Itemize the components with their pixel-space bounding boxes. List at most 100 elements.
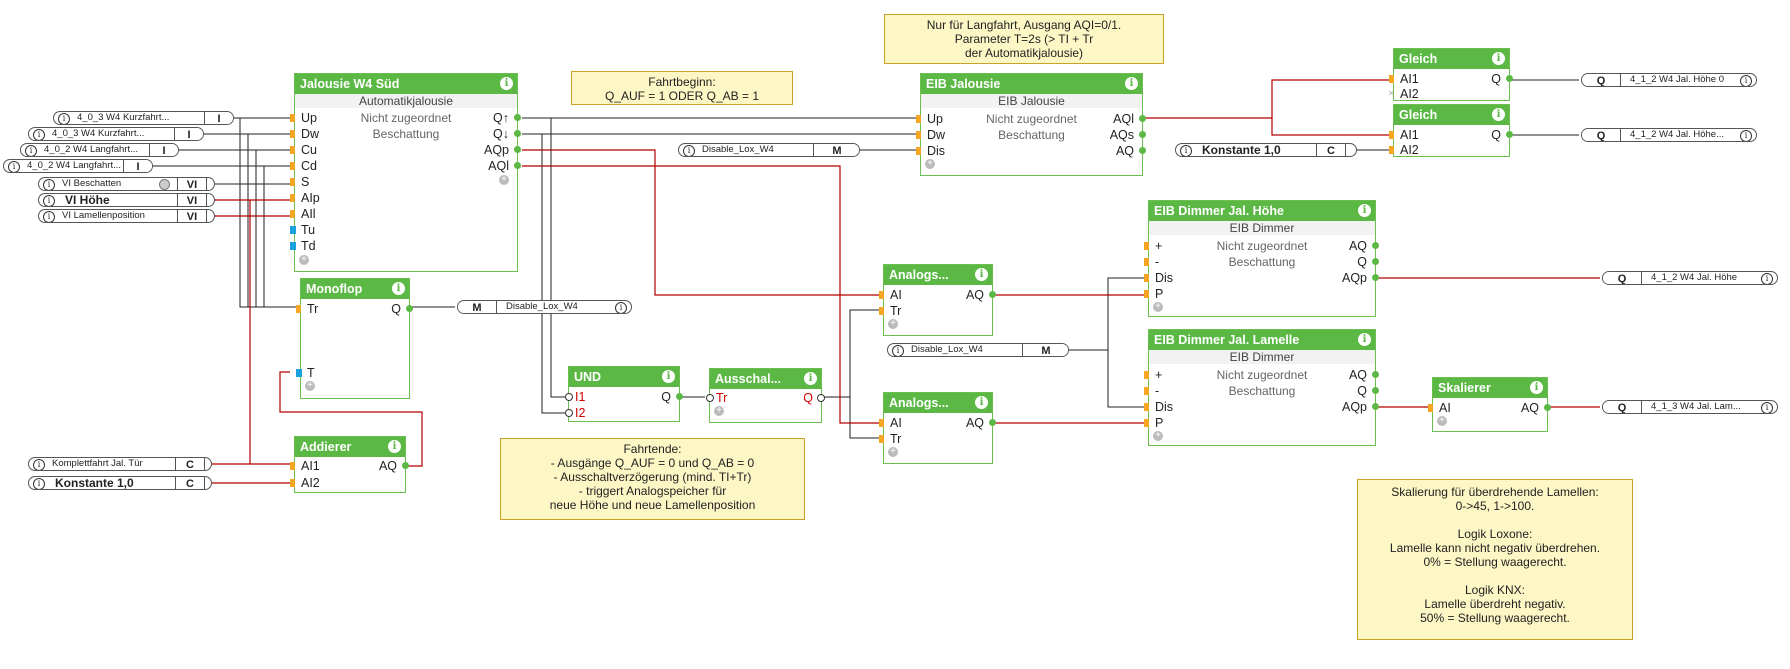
note-line: 0->45, 1->100. [1455, 499, 1535, 513]
note-line: der Automatikjalousie) [964, 46, 1084, 60]
block-subtitle: Automatikjalousie [295, 94, 517, 108]
pin-out [1372, 274, 1379, 281]
input-type: M [813, 144, 859, 156]
pin-in [1144, 274, 1149, 282]
info-icon[interactable]: i [1358, 204, 1371, 217]
info-icon: i [1761, 273, 1773, 284]
input-vi-beschatten[interactable]: i VI Beschatten VI [38, 177, 215, 191]
add-input-icon[interactable]: + [1153, 431, 1163, 441]
block-title: Analogs...i [884, 265, 992, 285]
info-icon: i [1740, 75, 1752, 86]
add-input-icon[interactable]: + [299, 255, 309, 265]
input-disable-lox-2[interactable]: i Disable_Lox_W4 M [887, 343, 1069, 357]
input-vi-lamellenposition[interactable]: i VI Lamellenposition VI [38, 209, 215, 223]
info-icon[interactable]: i [804, 372, 817, 385]
pin-label: Q↑ [493, 111, 509, 125]
info-icon[interactable]: i [975, 396, 988, 409]
pin-label: AQ [965, 288, 984, 302]
input-langfahrt-down[interactable]: i 4_0_2 W4 Langfahrt... I [3, 159, 153, 173]
input-vi-hoehe[interactable]: i VI Höhe VI [38, 193, 215, 207]
note-line: - Ausschaltverzögerung (mind. TI+Tr) [553, 470, 752, 484]
wire-addierer-monoflop [279, 371, 423, 467]
add-input-icon[interactable]: + [714, 406, 724, 416]
input-name: Disable_Lox_W4 [911, 344, 983, 355]
note-line: - Ausgänge Q_AUF = 0 und Q_AB = 0 [550, 456, 755, 470]
pin-label: Q [661, 390, 671, 404]
input-kurzfahrt-up[interactable]: i 4_0_3 W4 Kurzfahrt... I [53, 111, 234, 125]
pin-in [290, 462, 295, 470]
note-line: - triggert Analogspeicher für [578, 484, 727, 498]
info-icon[interactable]: i [388, 440, 401, 453]
pin-out [1372, 258, 1379, 265]
output-hoehe-0[interactable]: Q 4_1_2 W4 Jal. Höhe 0 i [1581, 73, 1757, 87]
info-icon[interactable]: i [1125, 77, 1138, 90]
pin-label: Dis [1155, 271, 1174, 285]
info-icon[interactable]: i [1492, 108, 1505, 121]
output-hoehe-gleich[interactable]: Q 4_1_2 W4 Jal. Höhe... i [1581, 128, 1757, 142]
add-input-icon[interactable]: + [305, 381, 315, 391]
pin-out [1372, 403, 1379, 410]
input-name: VI Lamellenposition [62, 210, 145, 221]
info-icon[interactable]: i [1492, 52, 1505, 65]
add-input-icon[interactable]: + [1153, 302, 1163, 312]
note-line: neue Höhe und neue Lamellenposition [549, 498, 756, 512]
info-icon[interactable]: i [662, 370, 675, 383]
output-hoehe[interactable]: Q 4_1_2 W4 Jal. Höhe i [1602, 271, 1778, 285]
input-name: Konstante 1,0 [1202, 143, 1281, 157]
pin-label: AI [1439, 401, 1451, 415]
input-langfahrt-up[interactable]: i 4_0_2 W4 Langfahrt... I [20, 143, 179, 157]
pin-in [1144, 371, 1149, 379]
pin-in-timer [290, 242, 296, 250]
input-komplettfahrt[interactable]: i Komplettfahrt Jal. Tür C [28, 457, 212, 471]
info-icon[interactable]: i [1530, 381, 1543, 394]
output-type: Q [1603, 272, 1642, 284]
pin-label: AQp [1341, 400, 1367, 414]
unconnected-pin-icon: ✕ [1388, 89, 1395, 98]
pin-label: AQl [1113, 112, 1134, 126]
info-icon[interactable]: i [392, 282, 405, 295]
add-input-icon[interactable]: + [888, 319, 898, 329]
info-icon[interactable]: i [975, 268, 988, 281]
add-output-icon[interactable]: + [499, 175, 509, 185]
pin-out [1372, 387, 1379, 394]
add-input-icon[interactable]: + [925, 159, 935, 169]
block-mid-label: Nicht zugeordnet [1216, 239, 1308, 253]
add-input-icon[interactable]: + [1437, 416, 1447, 426]
info-icon[interactable]: i [1358, 333, 1371, 346]
input-type: C [1316, 144, 1346, 156]
output-lamelle[interactable]: Q 4_1_3 W4 Jal. Lam... i [1602, 400, 1778, 414]
input-konstante-1[interactable]: i Konstante 1,0 C [28, 476, 212, 490]
pin-label: Dis [1155, 400, 1174, 414]
pin-in [296, 305, 301, 313]
pin-in [1389, 131, 1394, 139]
input-disable-lox-1[interactable]: i Disable_Lox_W4 M [678, 143, 860, 157]
output-disable-lox[interactable]: M Disable_Lox_W4 i [457, 300, 632, 314]
toggle-icon[interactable] [159, 179, 170, 190]
pin-in [879, 307, 884, 315]
input-konstante-2[interactable]: i Konstante 1,0 C [1175, 143, 1357, 157]
add-input-icon[interactable]: + [888, 447, 898, 457]
pin-label: AI2 [301, 476, 320, 490]
info-icon: i [25, 145, 37, 156]
wire-aqp-analog1 [522, 149, 880, 296]
info-icon[interactable]: i [500, 77, 513, 90]
pin-out [514, 114, 521, 121]
input-kurzfahrt-down[interactable]: i 4_0_3 W4 Kurzfahrt... I [28, 127, 204, 141]
pin-out [514, 130, 521, 137]
pin-out [1506, 131, 1513, 138]
